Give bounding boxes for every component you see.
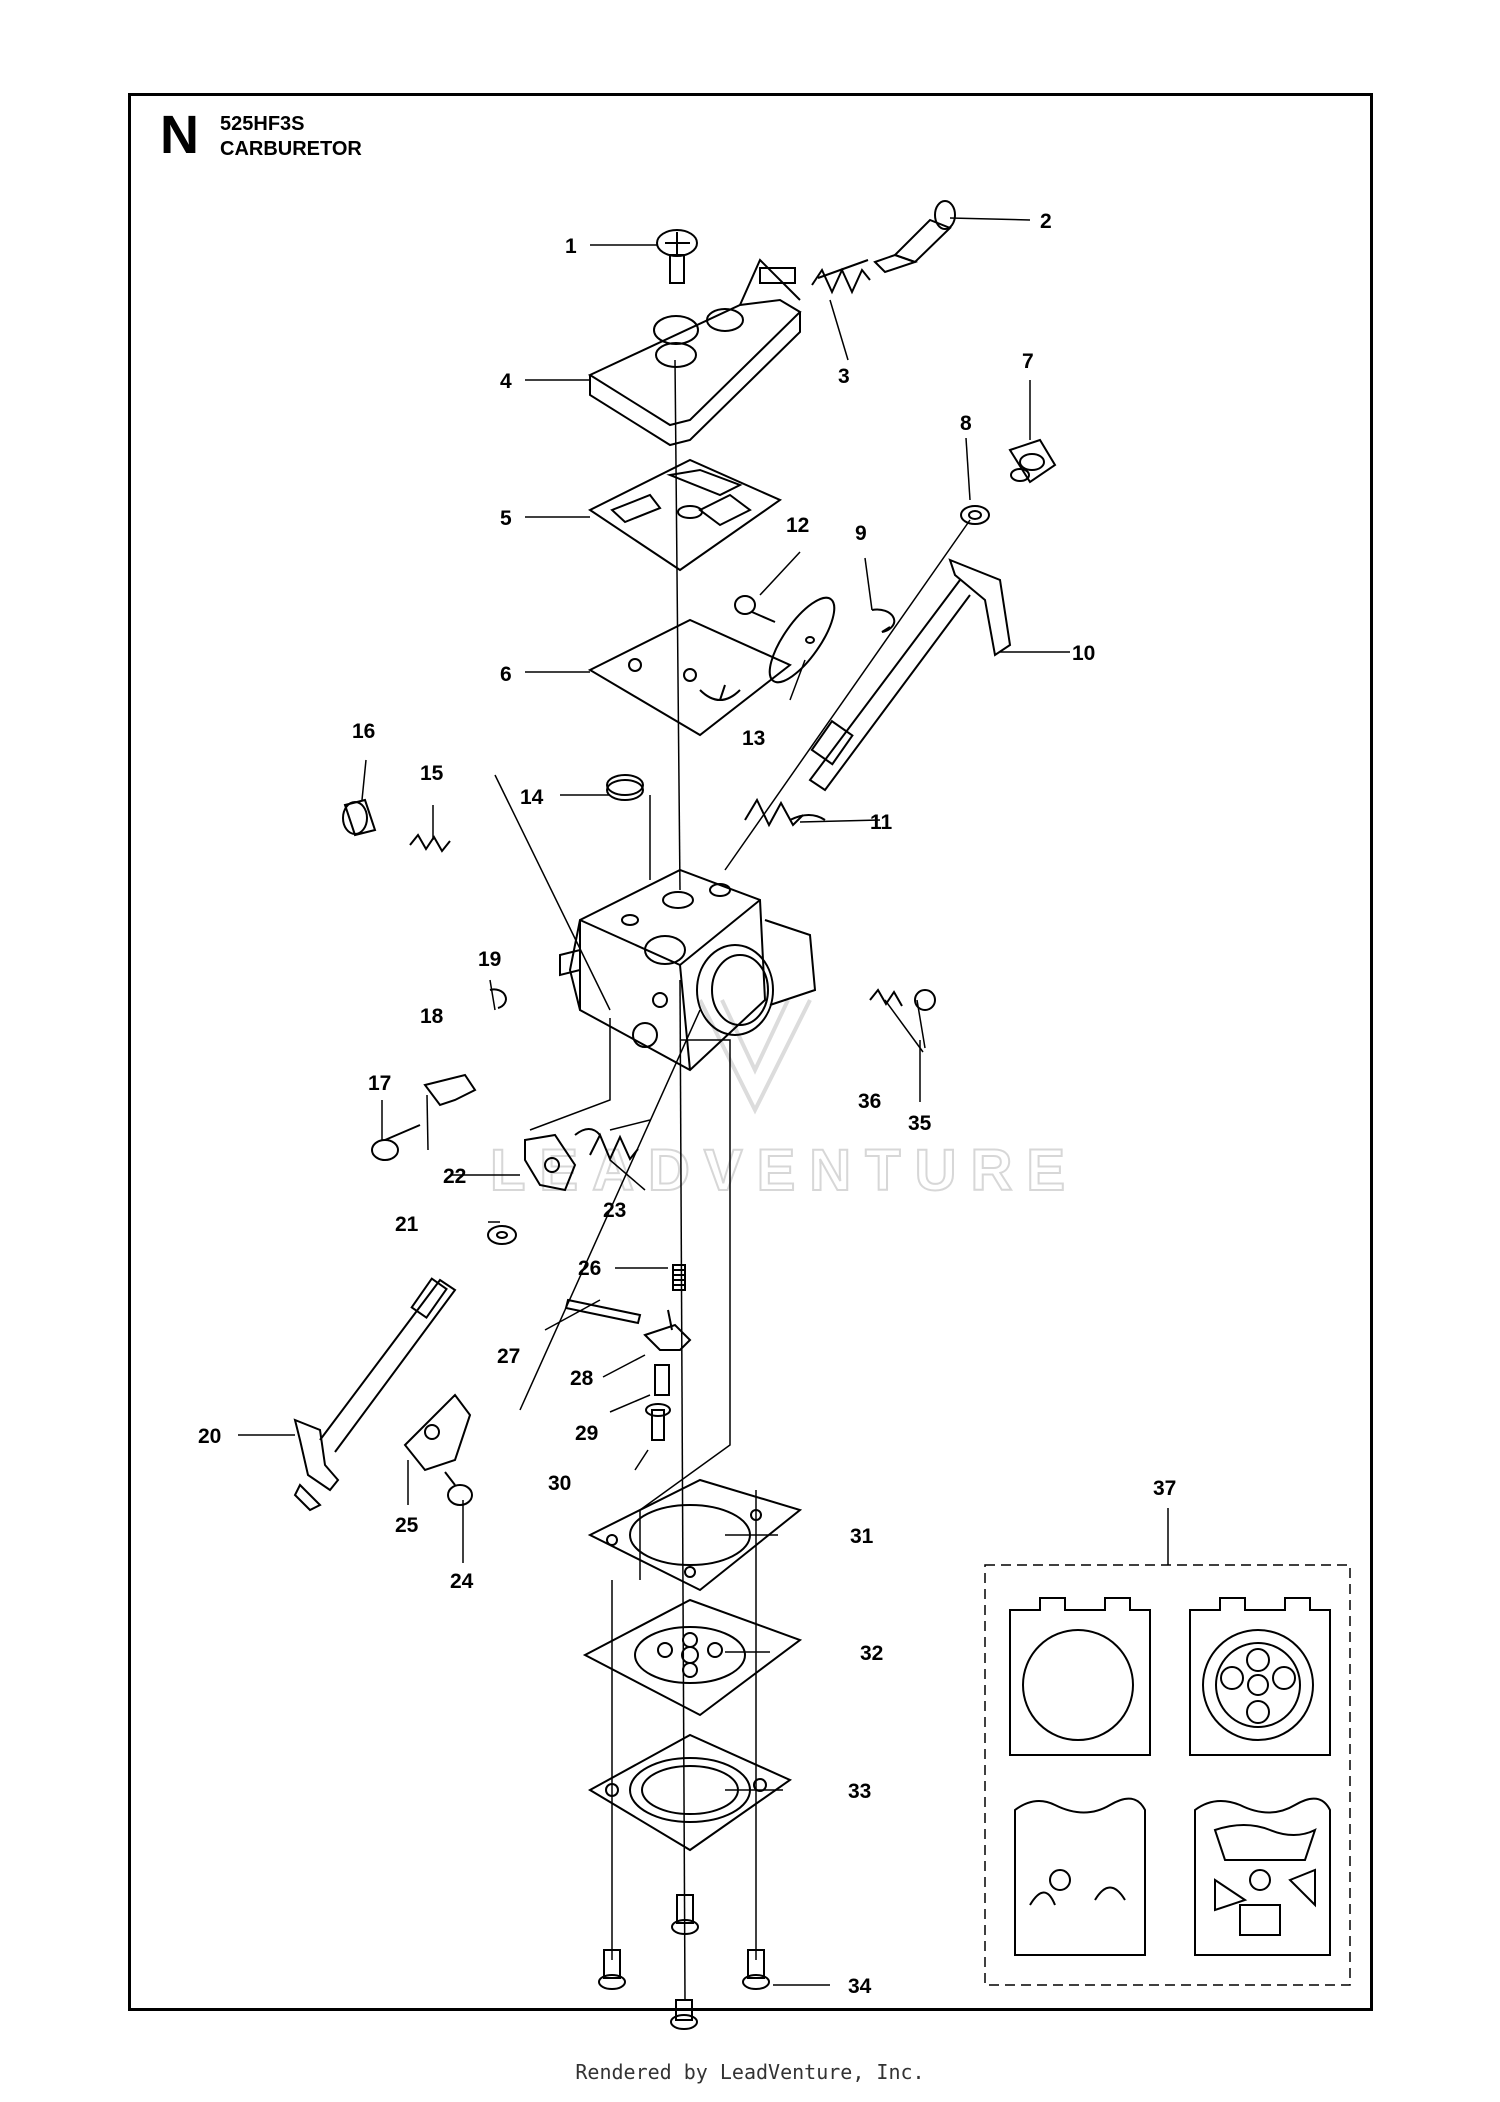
callout-12: 12 — [786, 514, 809, 537]
callout-19: 19 — [478, 948, 501, 971]
part-23-spring — [574, 1128, 639, 1162]
callout-labels: 1 2 3 4 5 6 7 8 9 10 11 12 13 14 15 16 1… — [198, 210, 1176, 1998]
callout-1: 1 — [565, 235, 577, 258]
callout-27: 27 — [497, 1345, 520, 1368]
part-17-screw — [371, 1124, 421, 1161]
part-29-inlet-needle — [654, 1364, 670, 1396]
callout-24: 24 — [450, 1570, 474, 1593]
part-7-plug — [1008, 438, 1057, 484]
part-21-washer — [487, 1225, 517, 1245]
callout-2: 2 — [1040, 210, 1052, 233]
watermark-logo — [698, 999, 812, 1115]
part-20-throttle-shaft — [293, 1277, 457, 1512]
callout-34: 34 — [848, 1975, 872, 1998]
part-27-pin — [564, 1298, 642, 1325]
callout-6: 6 — [500, 663, 512, 686]
callout-3: 3 — [838, 365, 850, 388]
section-title: CARBURETOR — [220, 138, 362, 160]
part-4-pump-cover — [587, 258, 802, 447]
callout-37: 37 — [1153, 1477, 1176, 1500]
callout-17: 17 — [368, 1072, 391, 1095]
callout-16: 16 — [352, 720, 375, 743]
part-5-pump-gasket — [588, 458, 783, 572]
part-32-metering-diaphragm — [582, 1598, 803, 1717]
part-14-o-ring — [606, 774, 644, 801]
callout-36: 36 — [858, 1090, 881, 1113]
callout-18: 18 — [420, 1005, 444, 1028]
diagram-frame — [128, 93, 1373, 2011]
part-37-gasket-kit — [984, 1564, 1351, 1986]
part-3-spring — [811, 259, 871, 295]
callout-15: 15 — [420, 762, 444, 785]
callout-22: 22 — [443, 1165, 466, 1188]
part-24-screw — [444, 1471, 473, 1506]
part-22-throttle-arm — [524, 1133, 577, 1192]
carburetor-body — [559, 868, 817, 1072]
callout-31: 31 — [850, 1525, 874, 1548]
callout-20: 20 — [198, 1425, 221, 1448]
part-26-spring — [672, 1264, 686, 1291]
part-11-return-spring — [744, 797, 826, 828]
callout-5: 5 — [500, 507, 512, 530]
callout-28: 28 — [570, 1367, 594, 1390]
part-30-screw — [645, 1403, 671, 1441]
footer-credit: Rendered by LeadVenture, Inc. — [575, 2060, 925, 2084]
part-1-screw — [656, 229, 698, 284]
callout-25: 25 — [395, 1514, 419, 1537]
part-19-clip — [489, 988, 507, 1009]
callout-8: 8 — [960, 412, 972, 435]
part-10-choke-shaft — [808, 558, 1012, 792]
callout-32: 32 — [860, 1642, 883, 1665]
callout-21: 21 — [395, 1213, 419, 1236]
part-35-ball — [914, 989, 936, 1011]
callout-4: 4 — [500, 370, 512, 393]
callout-14: 14 — [520, 786, 544, 809]
callout-29: 29 — [575, 1422, 598, 1445]
part-31-diaphragm-gasket — [587, 1478, 803, 1592]
part-28-metering-lever — [643, 1309, 692, 1351]
callout-9: 9 — [855, 522, 867, 545]
part-18-lever — [423, 1073, 477, 1107]
callout-30: 30 — [548, 1472, 571, 1495]
section-letter: N — [160, 105, 199, 165]
part-9-clip — [871, 608, 896, 633]
callout-11: 11 — [870, 811, 893, 834]
part-15-spring — [409, 833, 451, 853]
part-33-metering-cover — [587, 1733, 793, 1852]
part-36-spring — [869, 988, 903, 1007]
callout-35: 35 — [908, 1112, 932, 1135]
callout-7: 7 — [1022, 350, 1034, 373]
leader-lines — [238, 217, 1169, 2001]
part-34-screws — [598, 1894, 770, 2030]
part-16-idle-screw — [342, 798, 377, 837]
callout-33: 33 — [848, 1780, 871, 1803]
callout-23: 23 — [603, 1199, 626, 1222]
callout-10: 10 — [1072, 642, 1095, 665]
callout-26: 26 — [578, 1257, 601, 1280]
part-2-fuel-nipple — [873, 200, 956, 274]
watermark-text: LEADVENTURE — [490, 1138, 1079, 1203]
part-12-screw — [734, 595, 776, 623]
part-25-throttle-valve — [403, 1393, 472, 1472]
part-6-metering-gasket — [587, 618, 792, 737]
model-code: 525HF3S — [220, 113, 305, 135]
part-13-choke-valve — [768, 596, 836, 684]
callout-13: 13 — [742, 727, 765, 750]
part-8-washer — [960, 505, 990, 525]
